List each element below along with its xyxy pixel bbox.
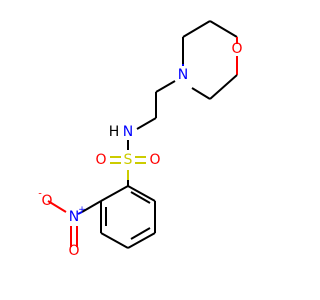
- nitro-nitrogen-charge: +: [78, 205, 86, 215]
- bond-ring-1-2: [127, 185, 156, 202]
- sulfonyl-oxygen-right-label: O: [149, 152, 160, 168]
- bond-nitro-n-o-left: [47, 200, 67, 213]
- bond-morph-c4-n: [191, 87, 211, 100]
- sulfonamide-group: [110, 140, 146, 186]
- bond-morph-c3-c4: [209, 74, 238, 100]
- nh-hydrogen-label: H: [109, 124, 120, 140]
- bond-morph-c5-c1: [182, 20, 211, 38]
- molecule-diagram: O N N H S O O N + O - O: [38, 20, 243, 259]
- sulfonyl-oxygen-left-label: O: [95, 152, 106, 168]
- bond-morphn-c6: [155, 80, 176, 93]
- ethyl-linker: [136, 80, 176, 130]
- nh-nitrogen-label: N: [123, 124, 133, 140]
- bond-ring-double-b: [130, 227, 151, 240]
- morpholine-ring: [182, 20, 238, 100]
- bond-ring-4-5: [100, 232, 129, 249]
- bond-nitro-n-part: [77, 211, 83, 215]
- morpholine-oxygen-label: O: [231, 41, 242, 57]
- bond-ring-3-4: [127, 232, 156, 249]
- bond-morph-c1-c2: [209, 20, 238, 38]
- bond-ring-nitro-n: [81, 200, 102, 213]
- bond-c7-nh: [136, 117, 157, 130]
- benzene-ring: [100, 185, 156, 249]
- nitro-nitrogen-label: N: [69, 209, 79, 225]
- nitro-oxygen-left-charge: -: [38, 189, 42, 200]
- nitro-group: [47, 200, 102, 247]
- bond-ring-double-a: [130, 191, 151, 204]
- nitro-oxygen-left-label: O: [41, 193, 52, 209]
- nitro-oxygen-bottom-label: O: [68, 243, 79, 259]
- bond-ring-6-1: [100, 185, 129, 202]
- morpholine-nitrogen-label: N: [178, 67, 188, 83]
- sulfonyl-sulfur-label: S: [124, 152, 133, 168]
